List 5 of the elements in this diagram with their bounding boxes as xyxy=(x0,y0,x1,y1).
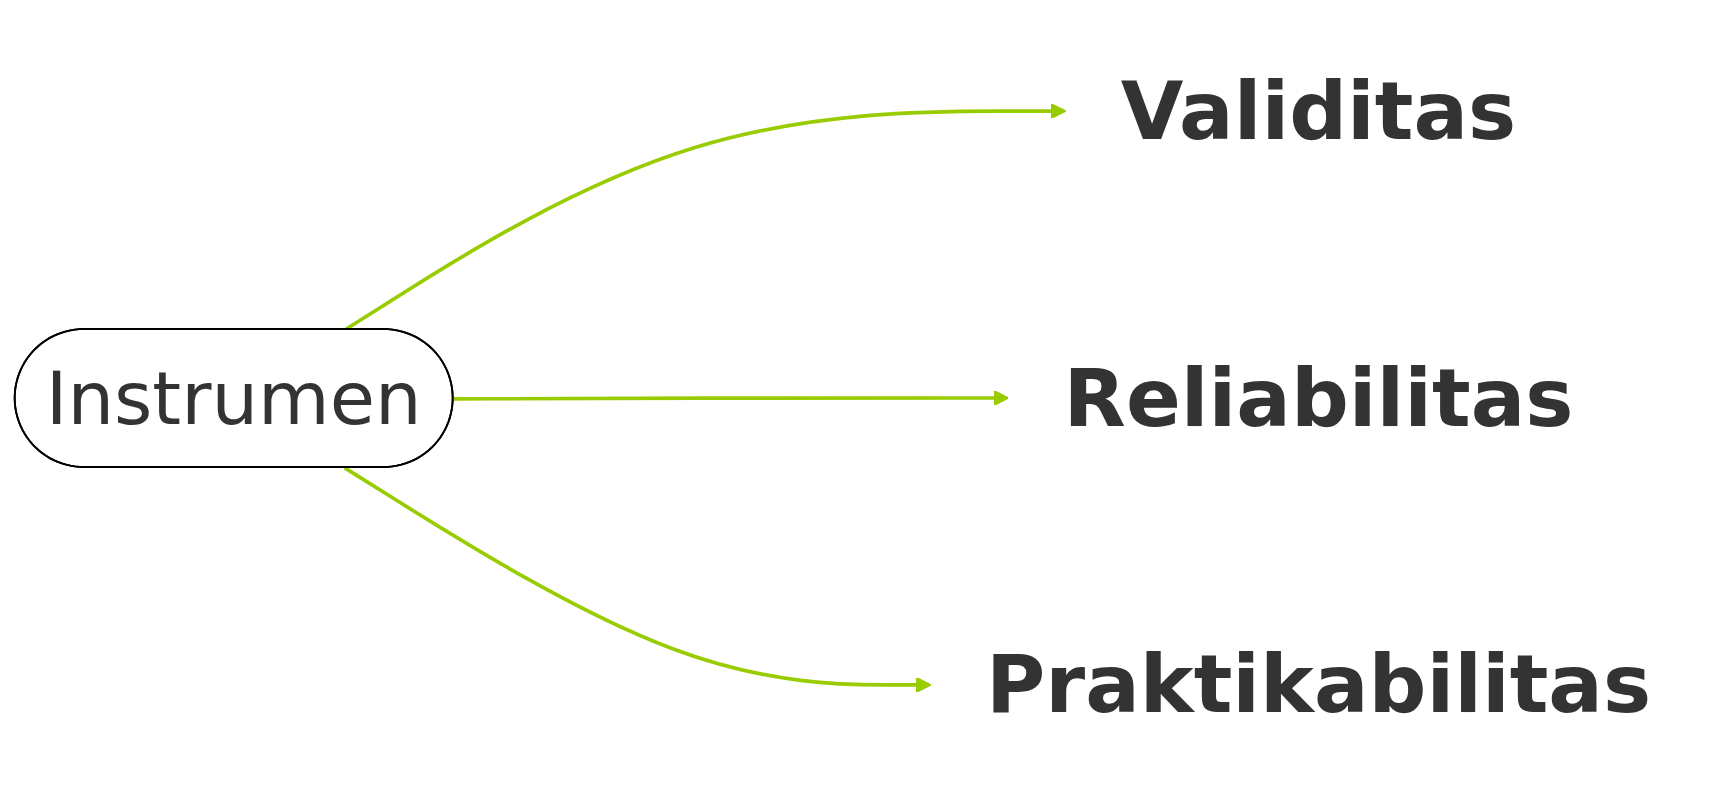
node-text: Praktikabilitas xyxy=(986,637,1652,731)
node-text: Validitas xyxy=(1120,63,1517,158)
arrow xyxy=(453,389,1010,407)
node-text: Reliabilitas xyxy=(1063,350,1574,444)
arrow xyxy=(343,466,932,693)
